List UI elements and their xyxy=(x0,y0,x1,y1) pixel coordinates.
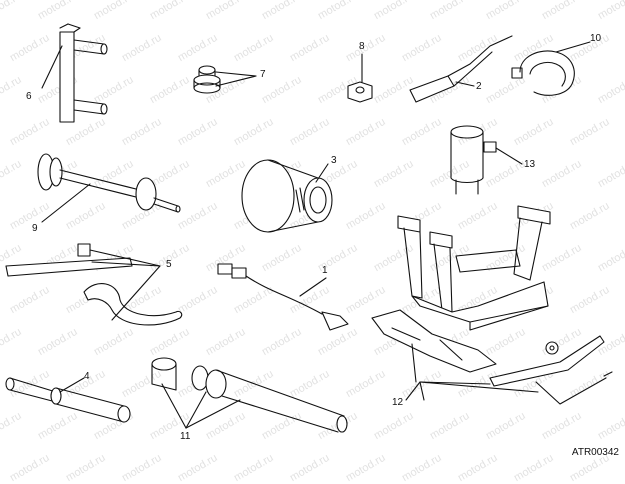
tool-12-stand-kit xyxy=(371,205,613,405)
callout-6: 6 xyxy=(26,91,32,102)
tool-4-pin xyxy=(5,377,131,423)
tool-6-puller-bar xyxy=(41,23,108,123)
diagram-drawing xyxy=(5,23,613,433)
callout-3: 3 xyxy=(331,155,337,166)
tool-9-shaft xyxy=(37,153,181,223)
tool-8-nut xyxy=(347,53,373,103)
tool-10-ring-spanner xyxy=(511,41,591,96)
tool-1-cable xyxy=(217,263,349,331)
callout-13: 13 xyxy=(524,159,536,170)
tool-7-bushing xyxy=(193,65,257,94)
callout-7: 7 xyxy=(260,69,266,80)
callout-4: 4 xyxy=(84,371,90,382)
callout-8: 8 xyxy=(359,41,365,52)
tool-5-lever-and-hook xyxy=(5,243,183,326)
callout-10: 10 xyxy=(590,33,602,44)
callout-9: 9 xyxy=(32,223,38,234)
callout-2: 2 xyxy=(476,81,482,92)
tool-11-drift-set xyxy=(151,357,348,433)
callout-11: 11 xyxy=(180,431,191,442)
callout-5: 5 xyxy=(166,259,172,270)
callout-12: 12 xyxy=(392,397,404,408)
callout-1: 1 xyxy=(322,265,328,276)
tool-2-handle xyxy=(409,35,513,103)
reference-code: ATR00342 xyxy=(571,447,619,458)
tool-13-cylinder xyxy=(450,125,523,195)
tool-3-sleeve xyxy=(241,159,333,233)
